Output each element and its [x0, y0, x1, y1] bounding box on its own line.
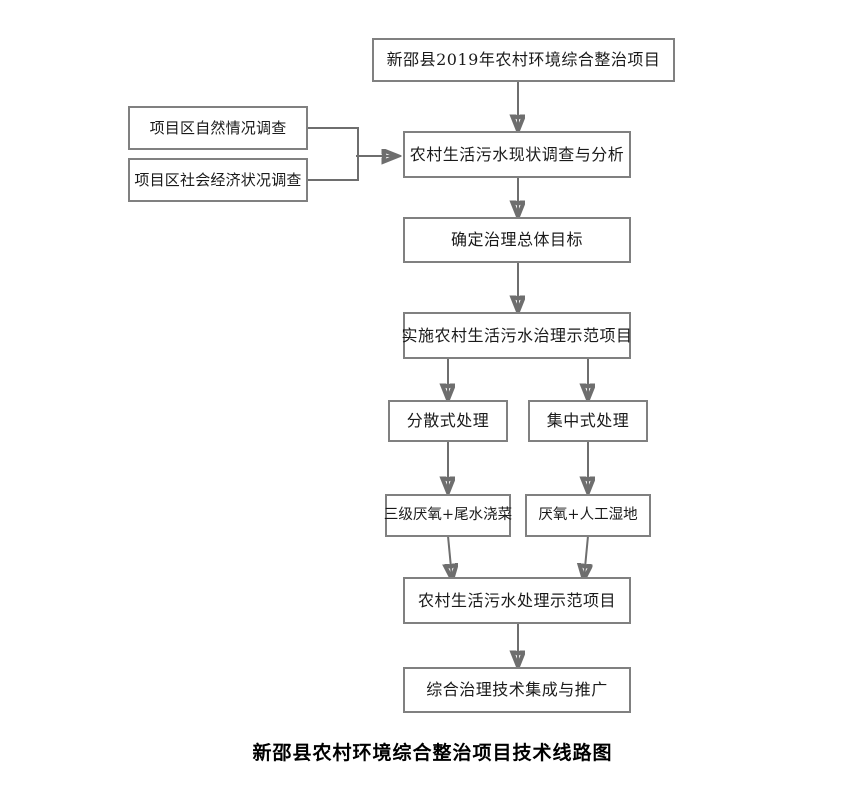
- node-demo-project-label: 实施农村生活污水治理示范项目: [401, 325, 633, 345]
- node-tech-decentralized-label: 三级厌氧+尾水浇菜: [383, 506, 513, 523]
- node-integration-promotion[interactable]: 综合治理技术集成与推广: [403, 667, 631, 713]
- edge-techcen-to-treatment: [584, 535, 588, 578]
- node-root[interactable]: 新邵县2019年农村环境综合整治项目: [372, 38, 675, 82]
- edge-techdec-to-treatment: [448, 535, 452, 578]
- node-input-socioeconomic-label: 项目区社会经济状况调查: [134, 170, 302, 189]
- node-decentralized[interactable]: 分散式处理: [388, 400, 508, 442]
- edge-socio-to-bus: [308, 156, 359, 181]
- node-overall-goal[interactable]: 确定治理总体目标: [403, 217, 631, 263]
- node-centralized[interactable]: 集中式处理: [528, 400, 648, 442]
- node-tech-decentralized[interactable]: 三级厌氧+尾水浇菜: [383, 494, 513, 537]
- node-tech-centralized[interactable]: 厌氧+人工湿地: [525, 494, 651, 537]
- node-survey-analysis-label: 农村生活污水现状调查与分析: [409, 144, 625, 164]
- node-survey-analysis[interactable]: 农村生活污水现状调查与分析: [403, 131, 631, 178]
- node-input-natural[interactable]: 项目区自然情况调查: [128, 106, 308, 150]
- node-treatment-demo[interactable]: 农村生活污水处理示范项目: [403, 577, 631, 624]
- edge-natural-to-bus: [308, 127, 359, 156]
- node-demo-project[interactable]: 实施农村生活污水治理示范项目: [401, 312, 633, 359]
- figure-caption: 新邵县农村环境综合整治项目技术线路图: [252, 742, 613, 764]
- node-input-socioeconomic[interactable]: 项目区社会经济状况调查: [128, 158, 308, 202]
- node-integration-promotion-label: 综合治理技术集成与推广: [426, 680, 608, 700]
- node-decentralized-label: 分散式处理: [406, 411, 490, 431]
- node-treatment-demo-label: 农村生活污水处理示范项目: [417, 590, 616, 610]
- node-input-natural-label: 项目区自然情况调查: [149, 118, 287, 137]
- node-centralized-label: 集中式处理: [546, 411, 630, 431]
- node-root-label: 新邵县2019年农村环境综合整治项目: [386, 50, 661, 70]
- node-tech-centralized-label: 厌氧+人工湿地: [538, 506, 638, 523]
- node-overall-goal-label: 确定治理总体目标: [450, 230, 583, 250]
